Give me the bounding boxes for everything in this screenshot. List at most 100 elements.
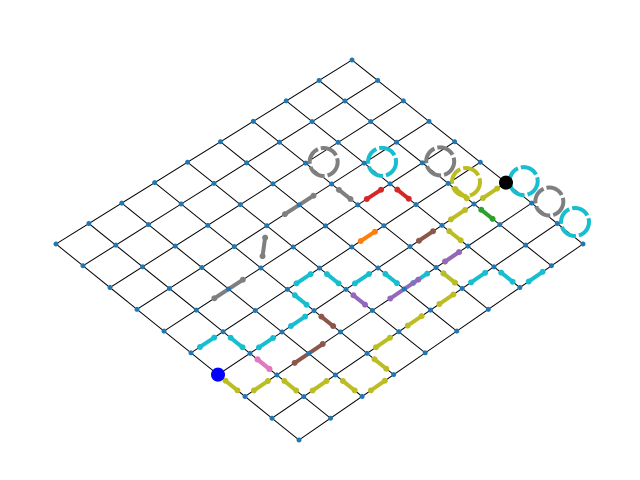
path-segment [260,235,268,259]
grid-node [53,241,59,247]
grid-node [369,308,375,314]
grid-node [247,350,253,356]
grid-node [279,329,285,335]
self-loop [424,145,457,178]
grid-node [554,221,560,227]
path-segment-end [456,249,463,256]
path-segment-end [478,206,485,213]
grid-node [439,222,445,228]
path-segment-end [255,344,262,351]
grid-node [296,202,302,208]
path-segment-end [393,280,400,287]
grid-node [428,307,434,313]
grid-node [252,308,258,314]
path-segment-end [357,238,364,245]
self-loop [366,145,399,178]
grid-node [185,159,191,165]
path-segment-end [350,292,357,299]
grid-node [166,285,172,291]
grid-node [328,415,334,421]
grid-node [342,98,348,104]
path-segment-end [415,237,422,244]
grid-node [274,372,280,378]
path-segment-end [468,279,475,286]
grid-node [485,306,491,312]
path-segment-end [239,344,246,351]
path-segment-end [318,313,325,320]
path-segment-end [457,237,464,244]
grid-node [471,201,477,207]
path-segment-end [270,334,277,341]
grid-node [145,222,151,228]
grid-node [517,285,523,291]
grid-node [172,243,178,249]
path-segment-end [254,356,261,363]
self-loop [307,146,340,178]
path-segment-end [430,228,437,235]
grid-node [303,160,309,166]
path-segment-end [482,269,489,276]
grid-node [306,350,312,356]
path-segment-end [266,365,273,372]
path-segment-end [323,378,330,385]
grid-node [316,77,322,83]
path-segment-end [234,387,241,394]
path-segment-end [211,295,218,302]
grid-node [276,139,282,145]
grid-node [242,393,248,399]
grid-node [445,180,451,186]
grid-node [335,139,341,145]
self-loop [533,185,566,218]
path-segment-end [351,387,358,394]
grid-node [296,437,302,443]
path-segment-end [386,334,393,341]
path-segment-end [239,276,246,283]
grid-node [237,202,243,208]
grid-node [80,263,86,269]
grid-node [426,118,432,124]
grid-row-line [190,161,481,354]
path-segment-end [415,276,422,283]
self-loop [559,206,591,238]
grid-node [375,265,381,271]
grid-node [284,286,290,292]
grid-node [113,242,119,248]
grid-col-line [121,202,363,397]
path-segment-end [424,270,431,277]
grid-node [199,265,205,271]
grid-node [422,350,428,356]
grid-node [152,180,158,186]
path-segment-end [362,301,369,308]
grid-node [361,160,367,166]
path-segment-end [509,278,516,285]
grid-row-line [82,80,378,267]
path-segment-end [366,270,373,277]
grid-node [205,222,211,228]
grid-node [465,243,471,249]
grid-col-line [55,243,300,441]
path-segment-end [211,334,218,341]
grid-node [459,285,465,291]
path-segment-end [372,344,379,351]
grid-node [400,98,406,104]
path-segment-end [303,301,310,308]
grid-node [269,415,275,421]
grid-node [119,200,125,206]
path-segment-end [291,292,298,299]
path-segment-end [382,270,389,277]
grid-node [407,244,413,250]
path-segment-end [450,291,457,298]
path-segment-end [381,377,388,384]
grid-node [359,393,365,399]
grid-node [322,223,328,229]
grid-col-line [220,141,458,332]
grid-node [290,244,296,250]
self-loops [307,145,591,238]
grid-node [220,329,226,335]
path-segment-end [302,313,309,320]
grid-node [349,244,355,250]
grid-node [497,222,503,228]
path-segment-end [489,215,496,222]
path-segment-end [335,186,342,193]
